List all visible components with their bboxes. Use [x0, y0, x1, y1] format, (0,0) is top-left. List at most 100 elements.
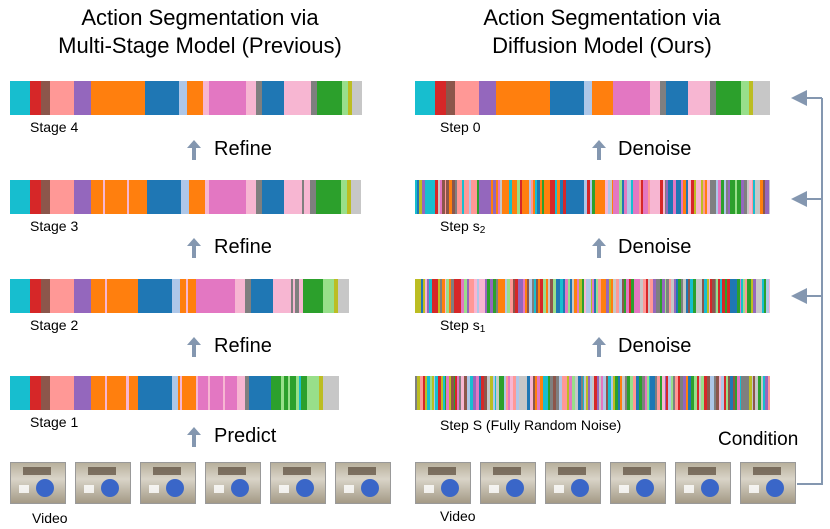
segment — [126, 376, 129, 410]
segment — [423, 376, 425, 410]
segment — [427, 279, 429, 313]
left-video-frames — [10, 462, 391, 504]
segment — [245, 279, 251, 313]
segment — [761, 376, 763, 410]
segment — [690, 279, 693, 313]
segment — [488, 180, 491, 214]
segment — [707, 180, 710, 214]
stage-3-label: Stage 3 — [30, 218, 79, 234]
segment — [572, 376, 575, 410]
segment — [422, 180, 425, 214]
segment — [755, 180, 757, 214]
segment — [502, 376, 504, 410]
segment — [613, 376, 615, 410]
segment — [41, 376, 50, 410]
segment — [30, 376, 41, 410]
segment — [643, 180, 646, 214]
segment — [546, 279, 548, 313]
segment — [712, 279, 715, 313]
segment — [535, 180, 537, 214]
right-title-line2: Diffusion Model (Ours) — [492, 33, 712, 58]
segment — [474, 279, 477, 313]
segment — [710, 376, 712, 410]
segment — [732, 180, 735, 214]
up-arrow-icon — [187, 337, 201, 357]
segment — [744, 180, 747, 214]
segment — [301, 376, 307, 410]
segment — [716, 180, 718, 214]
segment — [757, 180, 760, 214]
segment — [636, 376, 639, 410]
segment — [741, 81, 749, 115]
segment — [656, 279, 658, 313]
segment — [726, 180, 728, 214]
segment — [430, 376, 432, 410]
segment — [246, 81, 256, 115]
segment — [653, 376, 655, 410]
segment — [596, 279, 598, 313]
segment — [449, 279, 451, 313]
segment — [712, 376, 714, 410]
segment — [289, 81, 311, 115]
segment — [592, 279, 594, 313]
segment — [527, 180, 529, 214]
segment — [696, 279, 699, 313]
right-title-line1: Action Segmentation via — [483, 5, 721, 30]
segment — [640, 279, 643, 313]
segment — [440, 279, 442, 313]
segment — [762, 279, 764, 313]
segment — [587, 180, 590, 214]
segment — [455, 279, 458, 313]
segment — [713, 180, 715, 214]
segment — [41, 180, 50, 214]
segment — [556, 376, 559, 410]
segment — [271, 376, 281, 410]
segment — [498, 180, 500, 214]
segment — [451, 376, 454, 410]
segment — [582, 180, 584, 214]
segment — [10, 81, 30, 115]
segment — [532, 279, 534, 313]
segment — [307, 376, 319, 410]
segment — [575, 376, 578, 410]
segment — [491, 180, 493, 214]
segment — [688, 279, 690, 313]
segment — [245, 376, 249, 410]
segment — [727, 279, 730, 313]
segment — [544, 180, 546, 214]
segment — [455, 180, 457, 214]
segment — [273, 279, 291, 313]
segment — [699, 376, 701, 410]
segment — [653, 279, 656, 313]
segment — [598, 180, 600, 214]
segment — [188, 279, 196, 313]
segment — [722, 279, 725, 313]
segment — [559, 376, 562, 410]
up-arrow-icon — [592, 337, 606, 357]
segment — [461, 376, 464, 410]
segment — [425, 279, 427, 313]
segment — [568, 279, 570, 313]
segment — [675, 376, 678, 410]
segment — [455, 81, 479, 115]
segment — [567, 376, 569, 410]
segment — [172, 279, 180, 313]
segment — [627, 180, 629, 214]
segment — [728, 376, 730, 410]
left-video-label: Video — [32, 510, 68, 526]
refine-label-3: Refine — [214, 335, 272, 357]
stage-1-segmentation-bar — [10, 376, 385, 410]
step-s1-subscript: 1 — [479, 324, 486, 335]
segment — [696, 180, 699, 214]
right-video-label: Video — [440, 508, 476, 524]
segment — [597, 376, 599, 410]
segment — [481, 376, 484, 410]
segment — [681, 279, 683, 313]
segment — [105, 279, 107, 313]
segment — [504, 180, 507, 214]
segment — [50, 180, 74, 214]
segment — [586, 279, 588, 313]
segment — [262, 180, 284, 214]
video-frame — [545, 462, 601, 504]
segment — [524, 180, 527, 214]
